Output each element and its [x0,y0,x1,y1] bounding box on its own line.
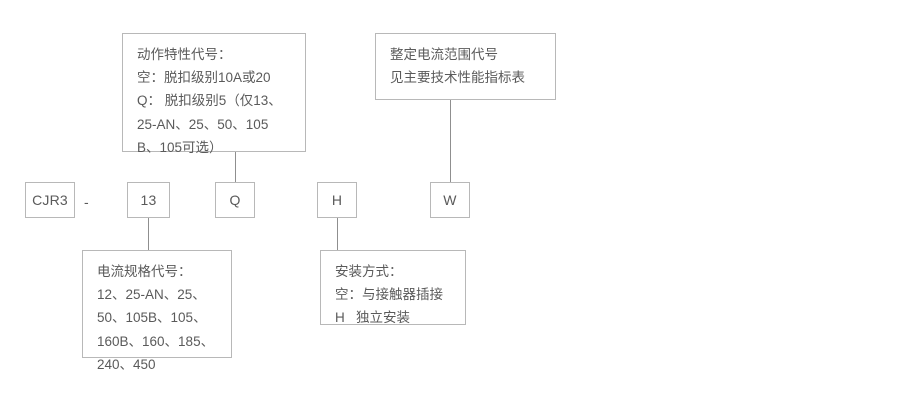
connector-code-to-spec [148,218,149,250]
note-current-spec: 电流规格代号： 12、25-AN、25、 50、105B、105、 160B、1… [82,250,232,372]
connector-action-to-code [235,152,236,182]
note-mounting-type: 安装方式： 空：与接触器插接 H 独立安装 [320,250,466,325]
code-box-mounting-type: H [317,182,357,218]
code-box-current-range: W [430,182,470,218]
code-box-action-characteristic: Q [215,182,255,218]
note-action-characteristic: 动作特性代号： 空：脱扣级别10A或20 Q： 脱扣级别5（仅13、 25-AN… [122,33,306,155]
note-current-range: 整定电流范围代号 见主要技术性能指标表 [375,33,556,100]
code-box-current-spec: 13 [127,182,170,218]
connector-range-to-code [450,100,451,182]
code-box-series: CJR3 [25,182,75,218]
code-separator-dash: - [84,194,89,210]
connector-code-to-mount [337,218,338,250]
